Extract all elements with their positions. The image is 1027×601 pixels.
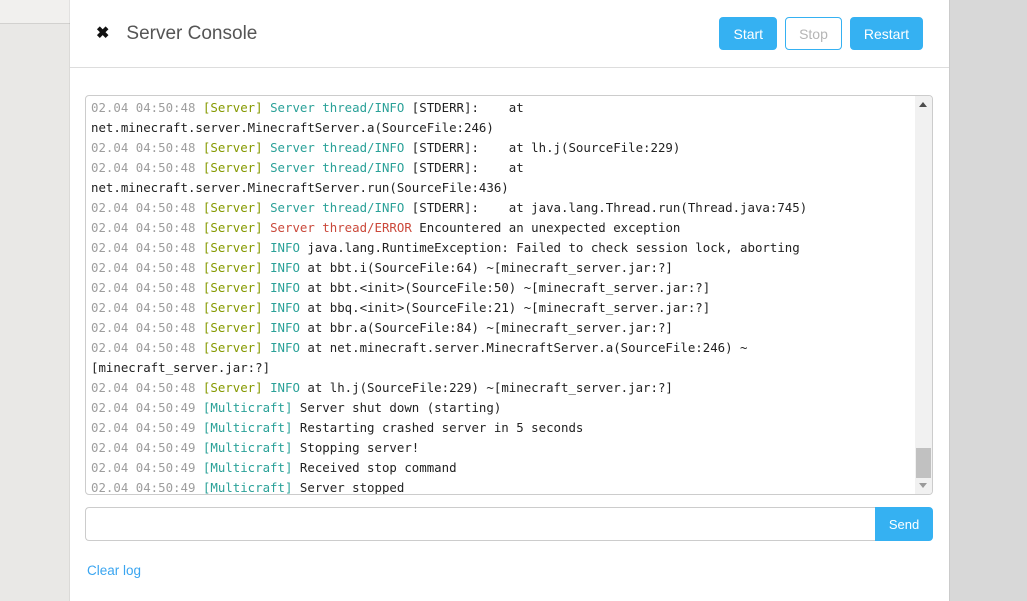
close-icon[interactable]: ✖ (96, 24, 110, 42)
page-backdrop-right (949, 0, 1027, 601)
log-line: 02.04 04:50:49 [Multicraft] Server stopp… (91, 480, 405, 494)
log-line: 02.04 04:50:49 [Multicraft] Received sto… (91, 460, 457, 475)
log-line: 02.04 04:50:48 [Server] INFO at lh.j(Sou… (91, 380, 673, 395)
log-line: net.minecraft.server.MinecraftServer.a(S… (91, 120, 494, 135)
log-line: 02.04 04:50:48 [Server] INFO at net.mine… (91, 340, 748, 355)
log-line: 02.04 04:50:48 [Server] Server thread/IN… (91, 140, 681, 155)
log-line: 02.04 04:50:48 [Server] INFO java.lang.R… (91, 240, 800, 255)
log-line: 02.04 04:50:48 [Server] Server thread/IN… (91, 200, 808, 215)
stop-button: Stop (785, 17, 842, 50)
clear-log-link[interactable]: Clear log (87, 563, 142, 578)
log-line: 02.04 04:50:48 [Server] Server thread/IN… (91, 100, 524, 115)
command-row: Send (85, 507, 933, 541)
send-button[interactable]: Send (875, 507, 933, 541)
console-log: 02.04 04:50:48 [Server] Server thread/IN… (86, 96, 914, 494)
page-title: Server Console (126, 22, 258, 44)
log-line: [minecraft_server.jar:?] (91, 360, 271, 375)
command-input[interactable] (85, 507, 875, 541)
server-control-buttons: Start Stop Restart (719, 17, 923, 50)
scrollbar-thumb[interactable] (916, 448, 931, 478)
log-line: net.minecraft.server.MinecraftServer.run… (91, 180, 509, 195)
restart-button[interactable]: Restart (849, 17, 923, 50)
panel-header: ✖ Server Console Start Stop Restart (70, 0, 949, 68)
log-line: 02.04 04:50:49 [Multicraft] Server shut … (91, 400, 502, 415)
log-line: 02.04 04:50:48 [Server] INFO at bbq.<ini… (91, 300, 711, 315)
log-line: 02.04 04:50:48 [Server] INFO at bbr.a(So… (91, 320, 673, 335)
log-line: 02.04 04:50:48 [Server] Server thread/ER… (91, 220, 681, 235)
log-line: 02.04 04:50:49 [Multicraft] Restarting c… (91, 420, 584, 435)
console-output-box: 02.04 04:50:48 [Server] Server thread/IN… (85, 95, 933, 495)
page-backdrop-topbar (0, 0, 70, 24)
console-scrollbar[interactable] (915, 96, 932, 494)
log-line: 02.04 04:50:48 [Server] INFO at bbt.<ini… (91, 280, 711, 295)
scrollbar-down-arrow-icon[interactable] (915, 477, 932, 494)
log-line: 02.04 04:50:48 [Server] Server thread/IN… (91, 160, 524, 175)
server-console-panel: ✖ Server Console Start Stop Restart 02.0… (70, 0, 949, 601)
log-line: 02.04 04:50:48 [Server] INFO at bbt.i(So… (91, 260, 673, 275)
log-line: 02.04 04:50:49 [Multicraft] Stopping ser… (91, 440, 420, 455)
scrollbar-up-arrow-icon[interactable] (915, 96, 932, 113)
page-backdrop-left (0, 0, 70, 601)
start-button[interactable]: Start (719, 17, 778, 50)
